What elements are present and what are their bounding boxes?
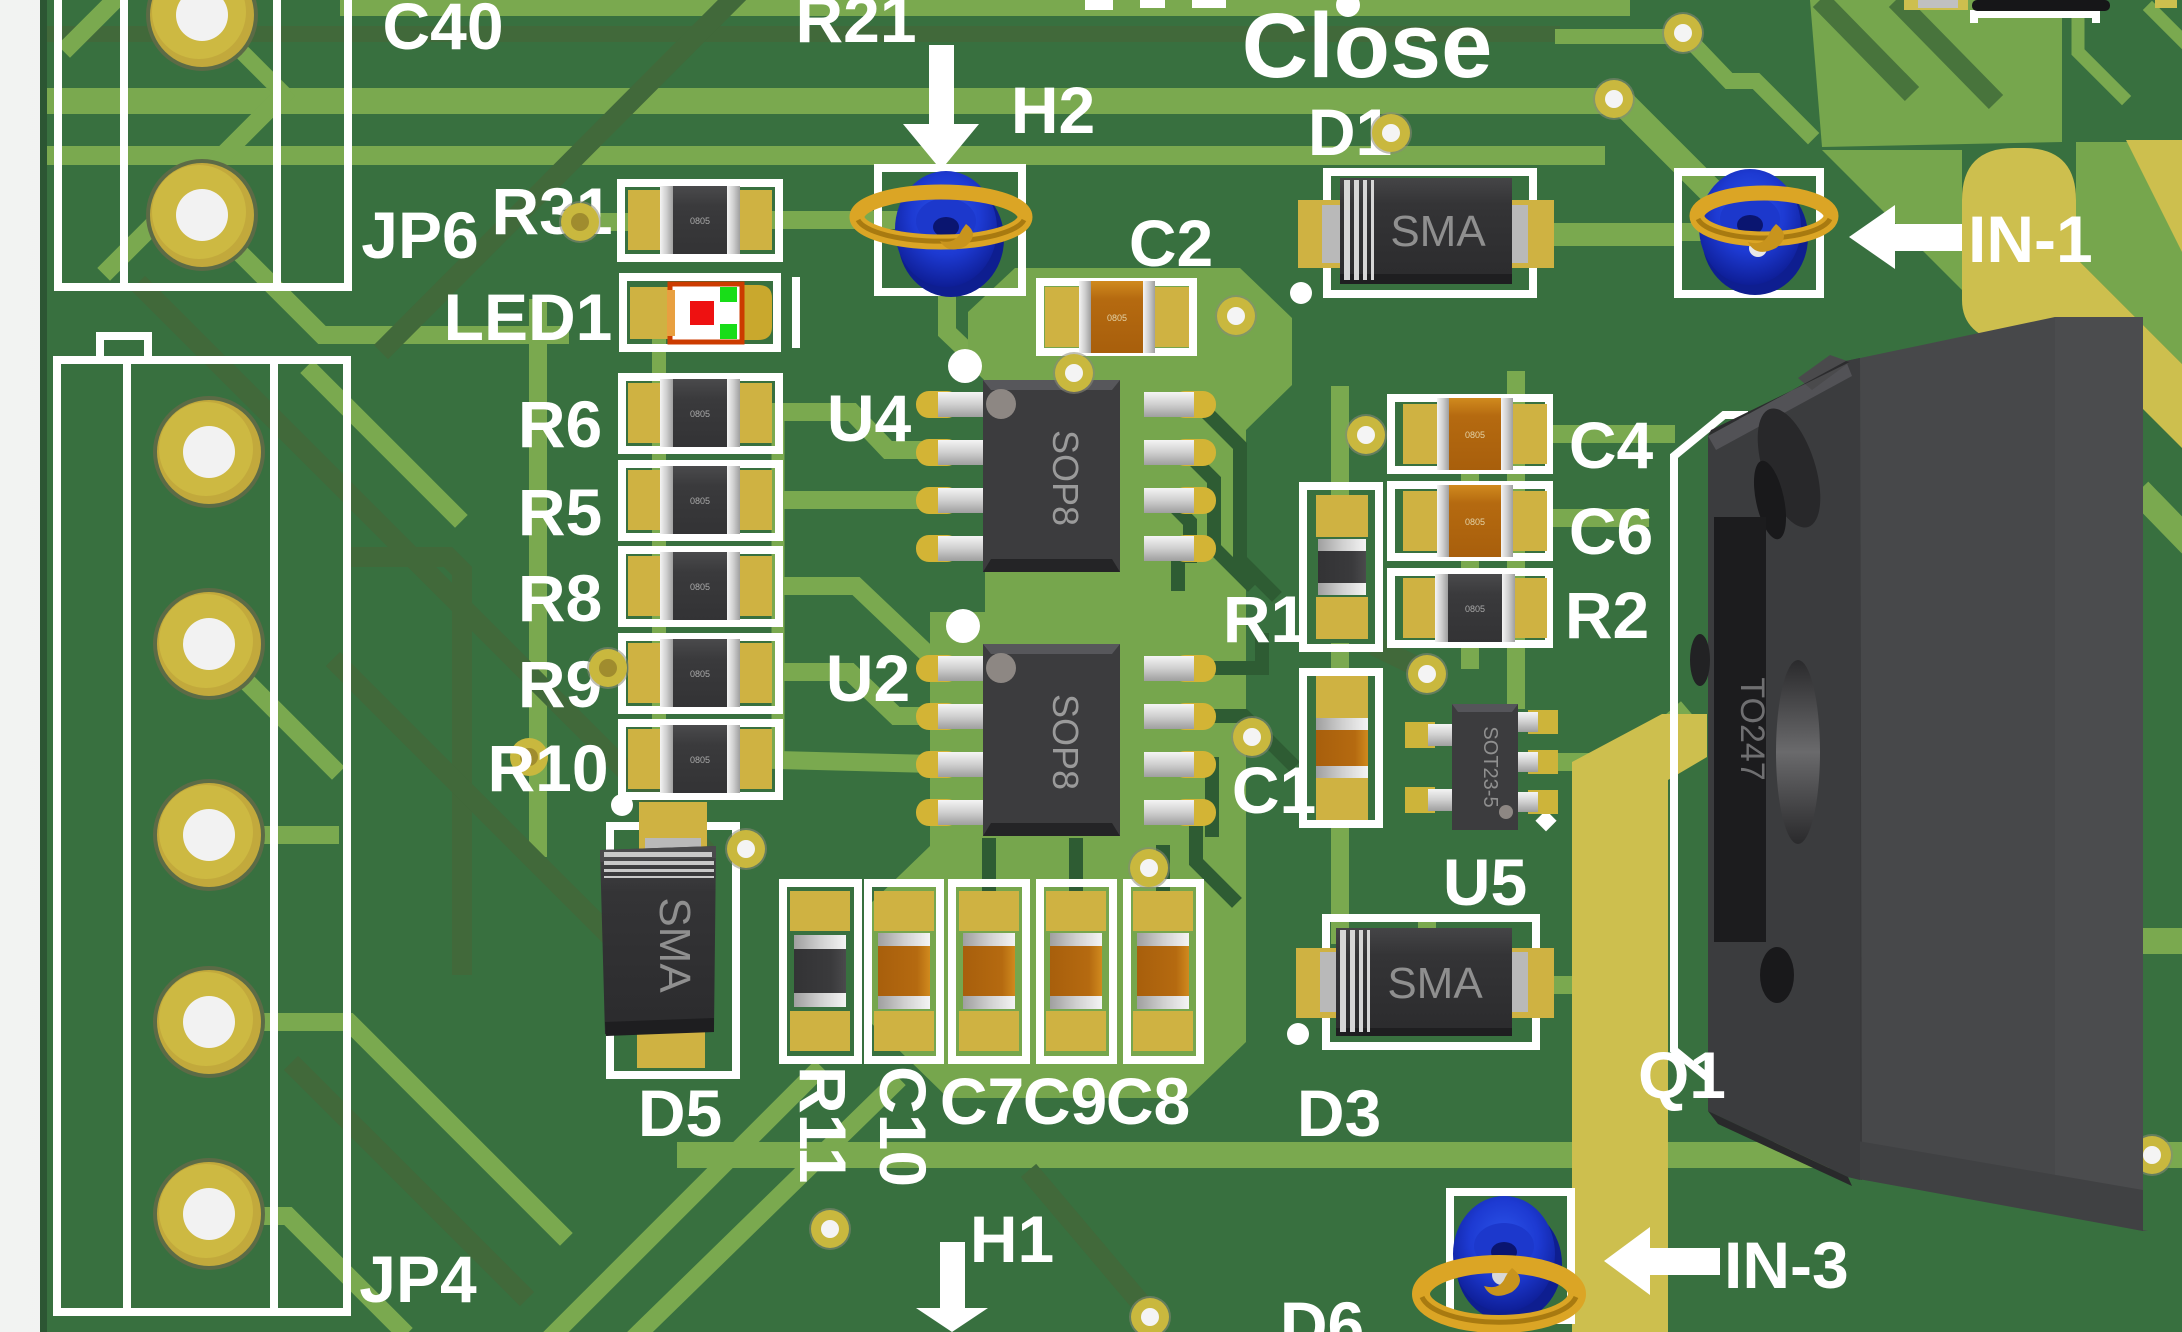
svg-text:H1: H1 <box>970 1202 1054 1276</box>
svg-text:R5: R5 <box>518 475 602 549</box>
svg-text:U4: U4 <box>827 381 912 455</box>
svg-text:R10: R10 <box>487 731 608 805</box>
svg-text:C1: C1 <box>1232 753 1316 827</box>
svg-text:U5: U5 <box>1443 845 1527 919</box>
svg-text:R9: R9 <box>518 647 602 721</box>
svg-text:LED1: LED1 <box>444 280 613 354</box>
svg-text:Q1: Q1 <box>1638 1038 1726 1112</box>
svg-text:H2: H2 <box>1011 73 1095 147</box>
svg-text:SMA: SMA <box>1390 207 1486 256</box>
svg-text:D3: D3 <box>1297 1076 1381 1150</box>
svg-text:SMA: SMA <box>650 897 699 993</box>
svg-text:D5: D5 <box>638 1076 722 1150</box>
svg-text:C6: C6 <box>1569 494 1653 568</box>
svg-text:U2: U2 <box>826 641 910 715</box>
svg-text:R6: R6 <box>518 387 602 461</box>
svg-text:C9: C9 <box>1023 1064 1107 1138</box>
svg-text:D6: D6 <box>1280 1288 1364 1332</box>
svg-text:R11: R11 <box>786 1066 860 1183</box>
svg-text:IN-3: IN-3 <box>1724 1228 1849 1302</box>
svg-text:JP4: JP4 <box>359 1242 477 1316</box>
svg-text:SOP8: SOP8 <box>1045 694 1086 790</box>
svg-text:R8: R8 <box>518 561 602 635</box>
svg-text:C4: C4 <box>1569 408 1654 482</box>
svg-text:Close: Close <box>1242 0 1493 97</box>
svg-text:C40: C40 <box>382 0 503 63</box>
svg-text:SMA: SMA <box>1387 959 1483 1008</box>
svg-text:R1: R1 <box>1223 582 1307 656</box>
svg-text:R2: R2 <box>1565 578 1649 652</box>
svg-text:JP6: JP6 <box>361 198 478 272</box>
svg-text:TO247: TO247 <box>1733 677 1771 780</box>
svg-text:C10: C10 <box>866 1066 940 1187</box>
svg-text:C2: C2 <box>1129 206 1213 280</box>
svg-text:C8: C8 <box>1106 1064 1190 1138</box>
svg-text:SOP8: SOP8 <box>1045 430 1086 526</box>
svg-text:C7: C7 <box>940 1064 1024 1138</box>
svg-text:R21: R21 <box>795 0 916 56</box>
svg-text:IN-1: IN-1 <box>1968 202 2093 276</box>
svg-text:SOT23-5: SOT23-5 <box>1479 726 1501 807</box>
